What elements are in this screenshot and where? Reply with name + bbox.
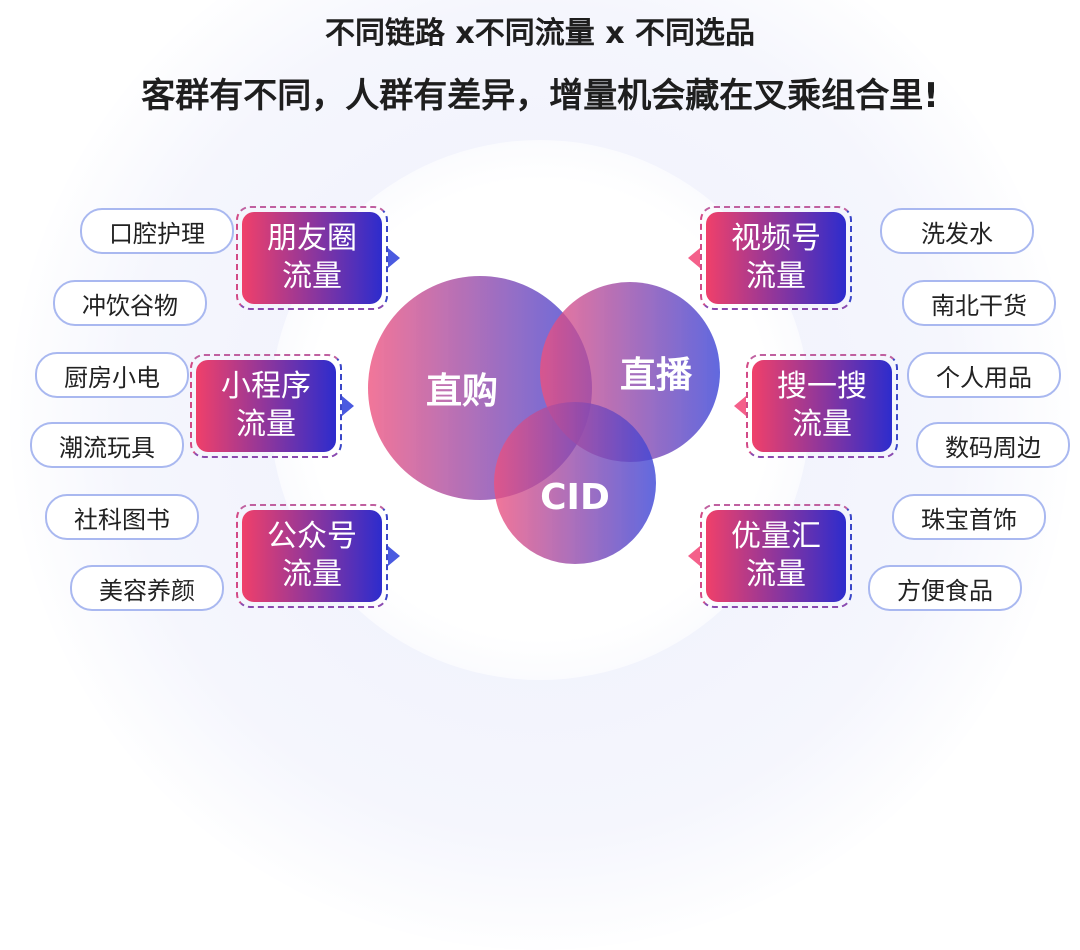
category-pill: 珠宝首饰 — [892, 494, 1046, 540]
category-pill: 厨房小电 — [35, 352, 189, 398]
arrow-icon — [388, 546, 400, 566]
arrow-icon — [342, 396, 354, 416]
title-line-2: 客群有不同，人群有差异，增量机会藏在叉乘组合里! — [141, 76, 939, 116]
youlianghui-traffic-box: 优量汇流量 — [688, 504, 852, 608]
category-pill: 南北干货 — [902, 280, 1056, 326]
category-pill: 美容养颜 — [70, 565, 224, 611]
arrow-icon — [688, 248, 700, 268]
circle-cid: CID — [494, 402, 656, 564]
category-pill: 社科图书 — [45, 494, 199, 540]
title-line-1: 不同链路 x不同流量 x 不同选品 — [324, 16, 756, 51]
box-label: 流量 — [792, 407, 852, 442]
box-label: 流量 — [746, 259, 806, 294]
arrow-icon — [688, 546, 700, 566]
category-pill: 方便食品 — [868, 565, 1022, 611]
category-pill: 洗发水 — [880, 208, 1034, 254]
box-label: 优量汇 — [731, 519, 821, 554]
category-pill: 冲饮谷物 — [53, 280, 207, 326]
box-label: 视频号 — [731, 221, 821, 256]
arrow-icon — [734, 396, 746, 416]
box-label: 公众号 — [267, 519, 357, 554]
box-label: 小程序 — [221, 369, 311, 404]
moments-traffic-box: 朋友圈流量 — [236, 206, 400, 310]
category-pill: 个人用品 — [907, 352, 1061, 398]
arrow-icon — [388, 248, 400, 268]
category-pill: 数码周边 — [916, 422, 1070, 468]
box-label: 流量 — [282, 557, 342, 592]
box-label: 流量 — [282, 259, 342, 294]
official-account-traffic-box: 公众号流量 — [236, 504, 400, 608]
category-pill: 潮流玩具 — [30, 422, 184, 468]
channels-traffic-box: 视频号流量 — [688, 206, 852, 310]
category-pill: 口腔护理 — [80, 208, 234, 254]
box-label: 朋友圈 — [267, 221, 357, 256]
search-traffic-box: 搜一搜流量 — [734, 354, 898, 458]
box-label: 流量 — [236, 407, 296, 442]
box-label: 搜一搜 — [777, 369, 867, 404]
miniprogram-traffic-box: 小程序流量 — [190, 354, 354, 458]
box-label: 流量 — [746, 557, 806, 592]
